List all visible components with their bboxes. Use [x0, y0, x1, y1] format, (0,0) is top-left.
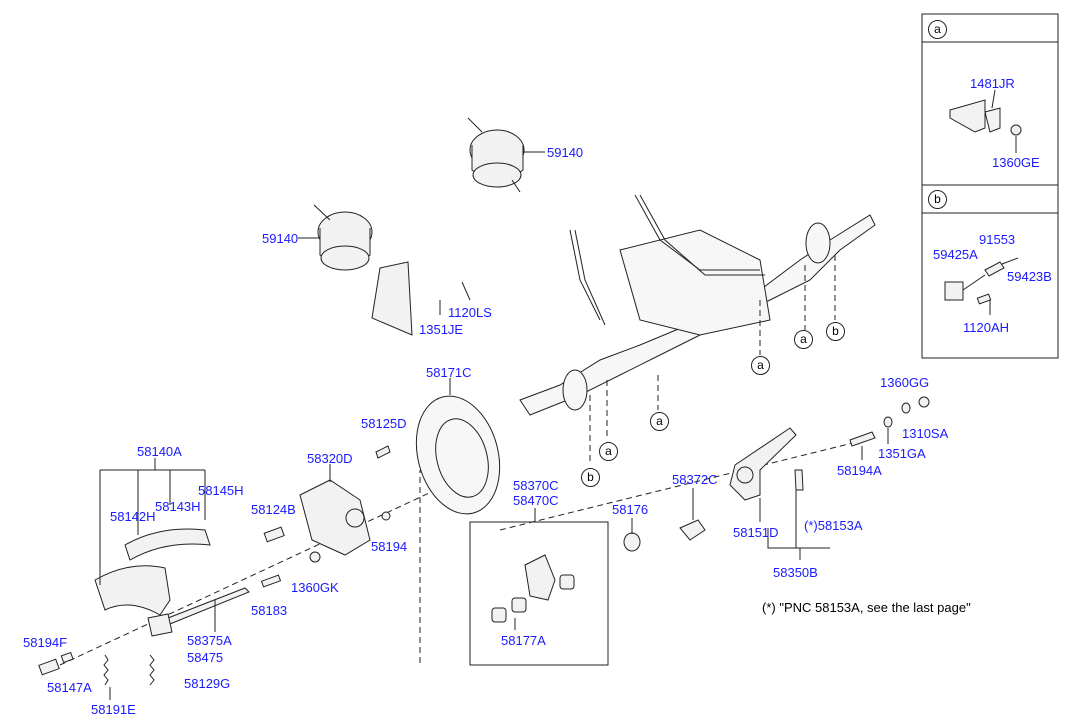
part-58372C[interactable]: 58372C [672, 472, 718, 487]
part-58194F[interactable]: 58194F [23, 635, 68, 650]
part-58151D[interactable]: 58151D [733, 525, 779, 540]
washer [623, 532, 641, 552]
part-58194A[interactable]: 58194A [837, 463, 882, 478]
part-58145H[interactable]: 58145H [198, 483, 244, 498]
part-58177A[interactable]: 58177A [501, 633, 546, 648]
inset-box [921, 13, 1059, 359]
part-1360GK[interactable]: 1360GK [291, 580, 339, 595]
part-1481JR[interactable]: 1481JR [970, 76, 1015, 91]
part-58147A[interactable]: 58147A [47, 680, 92, 695]
callout-a-3: a [650, 412, 669, 431]
axle-housing [519, 214, 876, 416]
part-58153A[interactable]: (*)58153A [804, 518, 863, 533]
part-58124B[interactable]: 58124B [251, 502, 296, 517]
callout-b-2: b [581, 468, 600, 487]
slack-adjuster [729, 427, 797, 501]
pins [38, 445, 391, 676]
part-1310SA[interactable]: 1310SA [902, 426, 949, 441]
part-58370C[interactable]: 58370C [513, 478, 559, 493]
part-59140-top[interactable]: 59140 [547, 145, 584, 160]
callout-a-2: a [794, 330, 813, 349]
part-59423B[interactable]: 59423B [1007, 269, 1052, 284]
part-59425A[interactable]: 59425A [933, 247, 978, 262]
part-58470C[interactable]: 58470C [513, 493, 559, 508]
part-58375A[interactable]: 58375A [187, 633, 232, 648]
part-58140A[interactable]: 58140A [137, 444, 182, 459]
part-1120LS[interactable]: 1120LS [448, 305, 492, 320]
part-58176[interactable]: 58176 [612, 502, 649, 517]
part-58125D[interactable]: 58125D [361, 416, 407, 431]
part-1360GE[interactable]: 1360GE [992, 155, 1040, 170]
part-91553[interactable]: 91553 [979, 232, 1016, 247]
valve-part [944, 257, 1019, 305]
callout-a-1: a [751, 356, 770, 375]
part-58142H[interactable]: 58142H [110, 509, 156, 524]
bracket-58372C [679, 519, 706, 541]
callout-b-inset: b [928, 190, 947, 209]
part-1120AH[interactable]: 1120AH [963, 320, 1010, 335]
cam-roller-parts [491, 554, 575, 623]
brake-chamber-left [317, 211, 413, 336]
part-59140-left[interactable]: 59140 [262, 231, 299, 246]
part-58194[interactable]: 58194 [371, 539, 408, 554]
part-58143H[interactable]: 58143H [155, 499, 201, 514]
brake-shoe-lower [94, 565, 171, 616]
return-springs [103, 654, 155, 686]
part-1351GA[interactable]: 1351GA [878, 446, 926, 461]
bracket-part [949, 99, 1022, 136]
callout-a-inset: a [928, 20, 947, 39]
part-58191E[interactable]: 58191E [91, 702, 136, 717]
part-58183[interactable]: 58183 [251, 603, 288, 618]
brake-chamber-top [469, 129, 525, 188]
brake-spider [299, 479, 371, 556]
callout-a-4: a [599, 442, 618, 461]
dust-shield [415, 395, 501, 515]
part-58129G[interactable]: 58129G [184, 676, 231, 691]
part-58350B[interactable]: 58350B [773, 565, 818, 580]
part-1351JE[interactable]: 1351JE [419, 322, 464, 337]
callout-b-1: b [826, 322, 845, 341]
part-58171C[interactable]: 58171C [426, 365, 472, 380]
footnote: (*) "PNC 58153A, see the last page" [762, 600, 971, 615]
part-58475[interactable]: 58475 [187, 650, 224, 665]
part-58320D[interactable]: 58320D [307, 451, 353, 466]
camshaft [147, 587, 250, 637]
part-1360GG[interactable]: 1360GG [880, 375, 930, 390]
brake-shoe-upper [124, 528, 211, 561]
parts-group-box [469, 521, 609, 666]
